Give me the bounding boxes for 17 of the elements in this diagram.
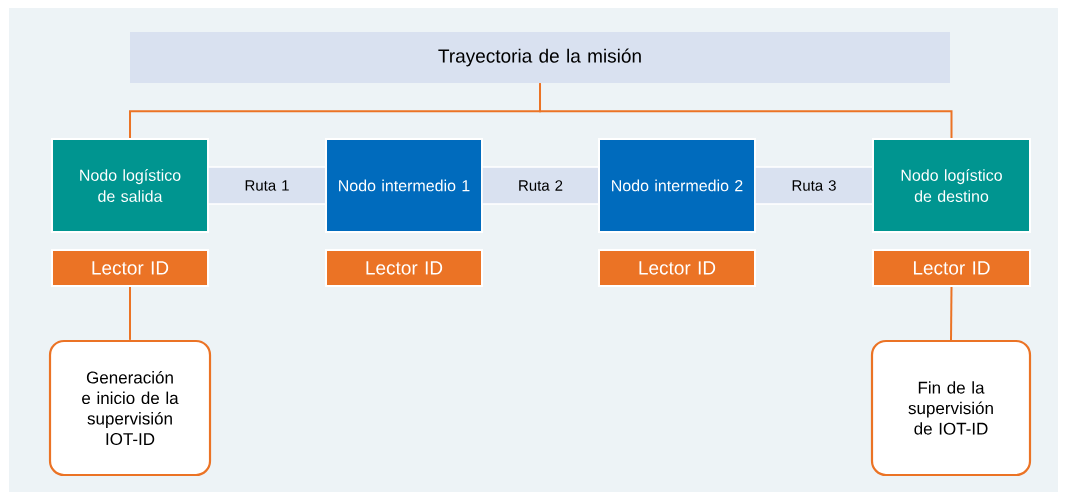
reader-box: Lector ID: [51, 249, 209, 287]
route-band: Ruta 1: [207, 166, 327, 205]
note-box: Fin de la supervisión de IOT-ID: [870, 339, 1032, 477]
route-band: Ruta 2: [481, 166, 600, 205]
note-box: Generación e inicio de la supervisión IOT-ID: [48, 339, 212, 477]
title-band: Trayectoria de la misión: [130, 32, 950, 83]
reader-box: Lector ID: [872, 249, 1031, 287]
connector-line: [539, 82, 953, 139]
node-box: Nodo logístico de salida: [51, 138, 209, 233]
route-band: Ruta 3: [754, 166, 874, 205]
connector-line: [129, 286, 131, 341]
reader-box: Lector ID: [598, 249, 756, 287]
node-box: Nodo intermedio 1: [325, 138, 483, 233]
reader-box: Lector ID: [325, 249, 483, 287]
connector-line: [950, 286, 953, 341]
node-box: Nodo intermedio 2: [598, 138, 756, 233]
node-box: Nodo logístico de destino: [872, 138, 1031, 233]
